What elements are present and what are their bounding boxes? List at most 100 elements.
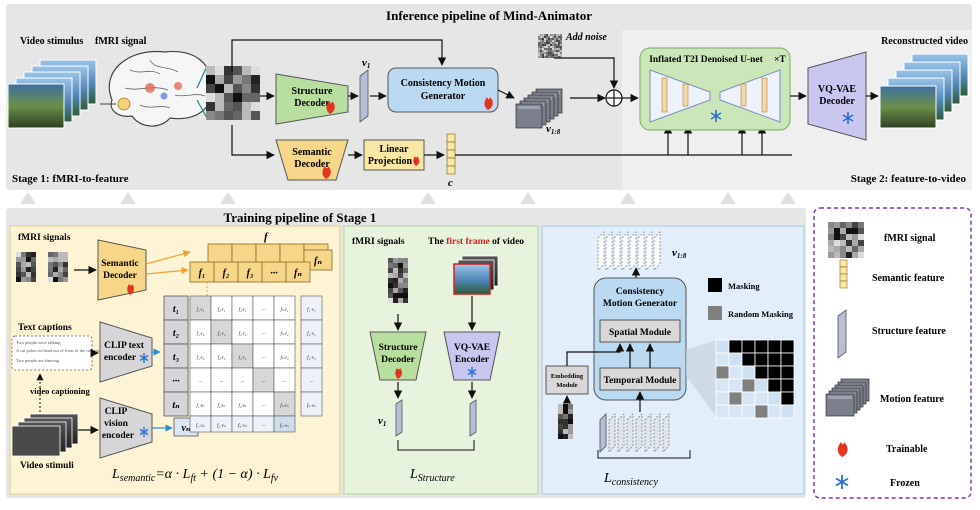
f-token-back-cell [231,243,257,265]
similarity-cell-label: ··· [283,379,288,385]
spatial-module-label: Spatial Module [609,328,671,338]
structure-decoder-line2: Decoder [294,98,330,109]
v1-label: v1 [362,57,370,70]
similarity-cell-label: f₃·t₁ [239,306,247,313]
linear-projection-line2: Projection [368,156,413,167]
similarity-cell-label: f₁·vₙ [196,422,205,429]
f-token-back-cell [207,243,233,265]
similarity-cell-label: f₂·t₁ [218,306,226,313]
structure-decoder-line1: Structure [292,86,333,97]
similarity-cell-label: f₁·t₃ [197,354,205,361]
embedding-line2: Module [556,382,577,389]
temporal-module-label: Temporal Module [604,376,677,386]
reconstructed-video-label: Reconstructed video [881,36,968,47]
legend-frozen-label: Frozen [890,478,920,489]
semantic-feature-c-icon [446,133,456,175]
p3-fmri-signal-icon [558,404,573,439]
similarity-cell-label: fₙ·vₙ [280,422,289,429]
p1-video-stimuli-frames-icon [11,413,79,457]
inflated-unet-label: Inflated T2I Denoised U-net [649,55,763,65]
inference-title: Inference pipeline of Mind-Animator [386,8,592,23]
similarity-cell-label: ··· [262,331,267,337]
consistency-motion-generator-block: Consistency Motion Generator [387,67,499,113]
similarity-cell-label: fₙ·t₂ [280,330,288,337]
similarity-cell-label: f₁·t₁ [197,306,205,313]
t-token-label: t₂ [173,328,179,339]
legend-flame-icon [837,442,848,457]
t-token-cell [163,367,189,393]
v1-structure-feature-icon [359,69,369,123]
f-token-cell [285,261,311,283]
vqvae-encoder-line1: VQ-VAE [454,343,490,353]
flame-icon [413,156,420,166]
similarity-cell-label: fₙ·t₃ [280,354,288,361]
attention-mask-matrix [715,339,795,419]
legend-structure-label: Structure feature [872,326,946,337]
brain-to-grid-line [196,65,208,89]
vqvae-decoder-block: VQ-VAE Decoder [807,51,867,141]
t-token-cell [163,343,189,369]
text-captions-label: Text captions [18,323,72,333]
brain-icon [100,50,212,127]
vqvae-decoder-line2: Decoder [819,96,855,107]
fmri-grid-icon [206,66,260,120]
arrow-cmg-to-motion [497,89,515,99]
masking-label: Masking [728,281,760,291]
similarity-cell-label: f₂·v₂ [307,330,316,337]
caption-2: A cat pokes its head out of front of the… [16,348,99,353]
p3-cmg-line2: Motion Generator [603,299,678,309]
cmg-line2: Generator [421,91,466,102]
flame-icon [484,97,493,110]
flame-icon [395,368,403,379]
f-token-label: f₁ [199,268,206,279]
similarity-cell-label: f₁·v₁ [307,306,316,313]
p2-target-feature-icon [469,399,477,437]
clip-vision-encoder-block: CLIP vision encoder [99,397,153,459]
stage1-label: Stage 1: fMRI-to-feature [12,173,129,185]
similarity-cell-label: ··· [310,379,315,385]
p1-semantic-decoder-line1: Semantic [101,259,138,269]
p3-cmg-block: Consistency Motion Generator Spatial Mod… [593,277,687,401]
p2-fmri-signals-label: fMRI signals [352,237,405,247]
clip-vision-line1: CLIP [105,407,128,417]
flame-icon [322,166,331,179]
sum-node-icon [605,89,623,107]
training-panel: Training pipeline of Stage 1 fMRI signal… [6,208,806,498]
similarity-cell-label: ··· [241,379,246,385]
consistency-loss-bracket [597,450,691,459]
vn-label: vₙ [181,423,190,434]
similarity-cell-label: f₂·t₂ [218,330,226,337]
flame-icon [326,101,335,114]
random-masking-label: Random Masking [728,309,794,319]
video-stimulus-label: Video stimulus [20,36,83,47]
f-label: f [264,231,269,243]
p2-fmri-signal-icon [388,258,408,303]
v18-label: v1:8 [546,123,561,136]
arrow-semantic-to-f-top [145,250,191,265]
snowflake-icon [710,110,722,122]
arrow-noise-to-sum [554,57,619,89]
p3-v18-label: v1:8 [672,247,687,260]
similarity-cell-label: f₁·t₂ [197,330,205,337]
similarity-cell-label: fₙ·vₙ [307,402,316,409]
inflated-unet-block: Inflated T2I Denoised U-net ×T [639,47,791,131]
p2-v1-label: v1 [378,415,386,428]
t-token-label: t₃ [173,352,179,363]
semantic-decoder-line1: Semantic [292,147,332,158]
similarity-cell-label: ··· [220,379,225,385]
similarity-cell-label: f₂·vₙ [217,422,226,429]
linear-projection-line1: Linear [380,144,409,155]
similarity-cell-label: ··· [262,355,267,361]
random-masking-swatch [708,306,722,320]
fmri-signal-label: fMRI signal [95,36,147,47]
similarity-cell-label: f₃·v₃ [307,354,316,361]
vqvae-encoder-line2: Encoder [455,355,490,365]
f-token-label: ··· [270,268,278,279]
p2-structure-line2: Decoder [381,355,416,365]
clip-vision-line3: encoder [102,431,135,441]
clip-vision-line2: vision [104,419,128,429]
